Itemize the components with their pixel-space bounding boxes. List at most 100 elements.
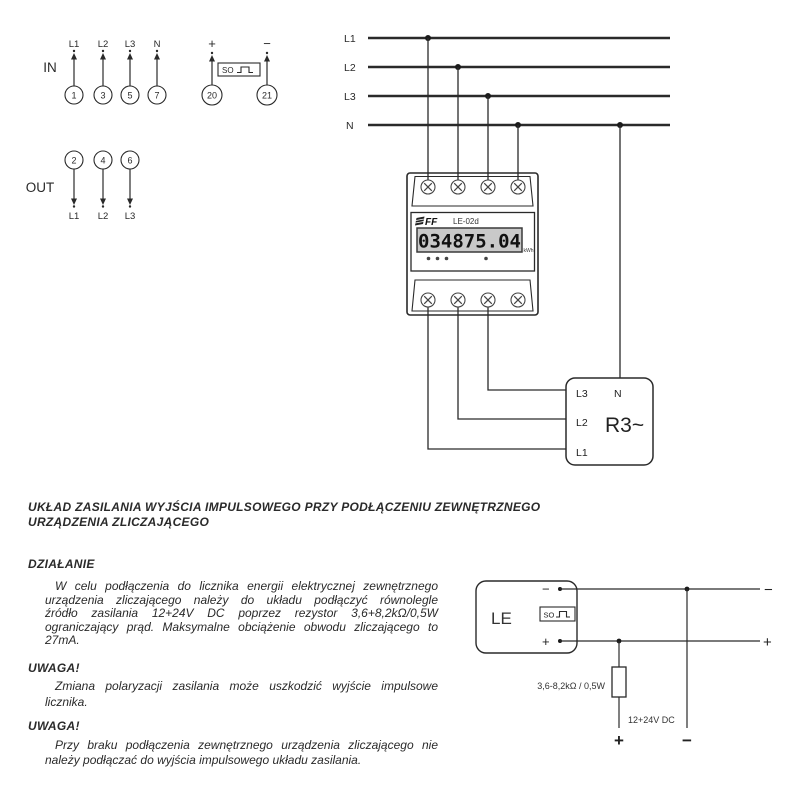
wire-out-l2 <box>457 300 566 420</box>
terminal-number: 4 <box>100 156 105 166</box>
arrow-tip-dot <box>210 51 214 55</box>
out-label: OUT <box>26 180 55 195</box>
paragraph-line: licznika. <box>45 694 88 709</box>
uwaga2-heading: UWAGA! <box>28 719 80 733</box>
paragraph-line: 27mA. <box>45 633 80 648</box>
terminal-number: 2 <box>71 156 76 166</box>
arrow-up-icon <box>71 53 77 60</box>
load-box: L3 N L2 R3~ L1 <box>565 377 654 466</box>
lcd-value: 034875.04 <box>418 231 521 253</box>
screw-icon <box>480 179 496 195</box>
screw-icon <box>450 292 466 308</box>
load-n-label: N <box>614 388 622 400</box>
phase-label: N <box>346 120 354 132</box>
phase-label: L1 <box>344 33 356 45</box>
arrow-down-icon <box>100 198 106 205</box>
terminal-number: 7 <box>154 91 159 101</box>
in-line-label: L1 <box>69 39 80 50</box>
dzialanie-heading: DZIAŁANIE <box>28 557 95 571</box>
screw-icon <box>450 179 466 195</box>
indicator-dot <box>426 256 431 261</box>
paragraph-line: urządzenia zliczającego należy do układu… <box>45 592 438 607</box>
screw-icon <box>510 292 526 308</box>
uwaga2-paragraph: Przy braku podłączenia zewnętrznego urzą… <box>45 738 438 768</box>
lcd-display <box>416 227 523 253</box>
in-label: IN <box>43 60 57 75</box>
brand-text: FF <box>425 217 438 228</box>
in-terminals: IN L1 1 L2 3 L3 5 N 7 <box>43 39 167 105</box>
out-terminals: OUT 2 L1 4 L2 6 L3 <box>26 150 140 222</box>
screw-icon <box>510 179 526 195</box>
uwaga1-paragraph: Zmiana polaryzacji zasilania może uszkod… <box>45 679 438 710</box>
lcd-unit: kWh <box>524 248 534 254</box>
resistor <box>611 666 627 698</box>
so-label: SO <box>222 66 234 75</box>
wires <box>427 38 621 450</box>
terminal-number: 5 <box>127 91 132 101</box>
arrow-up-icon <box>209 55 215 62</box>
pulse-wave-icon <box>237 66 253 74</box>
out-line-label: L1 <box>69 211 80 222</box>
paragraph-line: należy podłączać do wyjścia impulsowego … <box>45 753 362 767</box>
supply-voltage-label: 12+24V DC <box>628 715 675 725</box>
load-outline <box>565 377 654 466</box>
wire-out-l3 <box>487 300 566 391</box>
supply-minus-label: − <box>682 731 692 750</box>
phase-label: L3 <box>344 91 356 103</box>
terminal-circle <box>147 85 167 105</box>
arrow-up-icon <box>100 53 106 60</box>
uwaga1-heading: UWAGA! <box>28 661 80 675</box>
screw-icon <box>420 292 436 308</box>
section-title: UKŁAD ZASILANIA WYJŚCIA IMPULSOWEGO PRZY… <box>28 500 541 529</box>
screw-icon <box>480 292 496 308</box>
minus-terminal-label: − <box>542 582 550 597</box>
plus-label: + <box>208 36 216 51</box>
paragraph-line: W celu podłączenia do licznika energii e… <box>55 579 438 593</box>
arrow-tip-dot <box>101 49 105 53</box>
arrow-tip-dot <box>72 49 76 53</box>
arrow-down-icon <box>71 198 77 205</box>
load-l2-label: L2 <box>576 417 588 429</box>
mains-lines: L1 L2 L3 N <box>344 33 670 132</box>
meter-bottom-cover <box>411 279 534 312</box>
load-l3-label: L3 <box>576 388 588 400</box>
arrow-up-icon <box>127 53 133 60</box>
terminal-circle <box>93 85 113 105</box>
arrow-tip-dot <box>128 205 132 208</box>
indicator-dot <box>435 256 440 261</box>
phase-label: L2 <box>344 62 356 74</box>
arrow-down-icon <box>127 198 133 205</box>
terminal-circle <box>201 84 223 106</box>
arrow-up-icon <box>154 53 160 60</box>
plus-terminal-label: + <box>542 634 550 649</box>
screw-icon <box>420 179 436 195</box>
arrow-tip-dot <box>101 205 105 208</box>
minus-label: − <box>263 36 271 51</box>
brand-logo: FF <box>415 216 438 228</box>
pulse-wave-icon <box>556 610 570 618</box>
arrow-tip-dot <box>72 205 76 208</box>
so-label: SO <box>544 611 555 620</box>
terminal-number: 3 <box>100 91 105 101</box>
terminal-number: 6 <box>127 156 132 166</box>
terminal-number: 21 <box>262 91 272 101</box>
supply-plus-label: + <box>614 731 624 750</box>
terminal-circle <box>64 85 84 105</box>
out-line-label: L2 <box>98 211 109 222</box>
paragraph-line: źródło zasilania 12+24V DC poprzez rezys… <box>45 606 438 621</box>
indicator-dot <box>444 256 449 261</box>
arrow-tip-dot <box>265 51 269 55</box>
paragraph-line: Zmiana polaryzacji zasilania może uszkod… <box>55 679 438 693</box>
energy-meter: FF LE-02d 034875.04 kWh <box>406 172 539 316</box>
resistor-label: 3,6-8,2kΩ / 0,5W <box>537 681 605 691</box>
terminal-number: 1 <box>71 91 76 101</box>
plus-right-label: + <box>763 634 772 651</box>
in-line-label: L3 <box>125 39 136 50</box>
terminal-circle <box>256 84 278 106</box>
model-label: LE-02d <box>453 217 479 226</box>
terminal-number: 20 <box>207 91 217 101</box>
load-name: R3~ <box>605 414 644 437</box>
le-device-box <box>475 580 578 654</box>
